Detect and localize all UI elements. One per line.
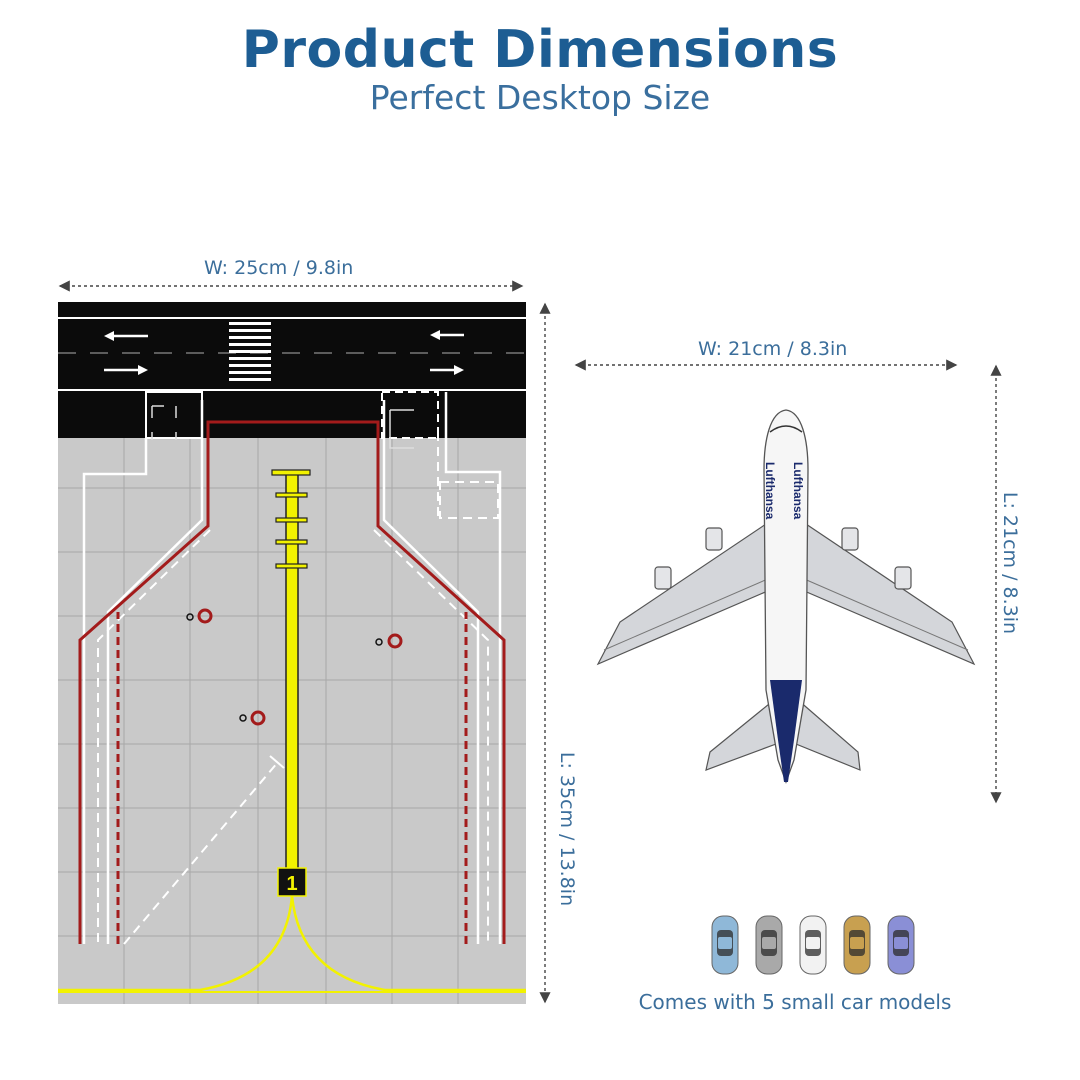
page-title: Product Dimensions [241,20,839,80]
mat-length-label: L: 35cm / 13.8in [556,751,578,907]
car-model-1 [711,915,739,975]
cars-caption: Comes with 5 small car models [638,990,952,1014]
airplane-length-label: L: 21cm / 8.3in [999,491,1021,635]
lane-arrows [104,330,464,375]
airport-apron-mat [58,302,526,1004]
livery-text-left: Lufthansa [763,462,777,520]
stand-number: 1 [286,873,297,895]
stand-number-sign [277,867,307,897]
airplane-width-label: W: 21cm / 8.3in [698,338,848,360]
livery-text-right: Lufthansa [791,462,805,520]
car-model-2 [755,915,783,975]
taxi-guide-line [58,469,526,993]
car-model-5 [887,915,915,975]
airplane-model [596,409,976,784]
ground-markers [186,608,403,726]
page-subtitle: Perfect Desktop Size [369,78,711,117]
car-models [711,915,915,975]
mat-width-label: W: 25cm / 9.8in [204,257,354,279]
car-model-3 [799,915,827,975]
safety-lines [78,420,506,944]
car-model-4 [843,915,871,975]
zebra-crossing [229,322,271,381]
